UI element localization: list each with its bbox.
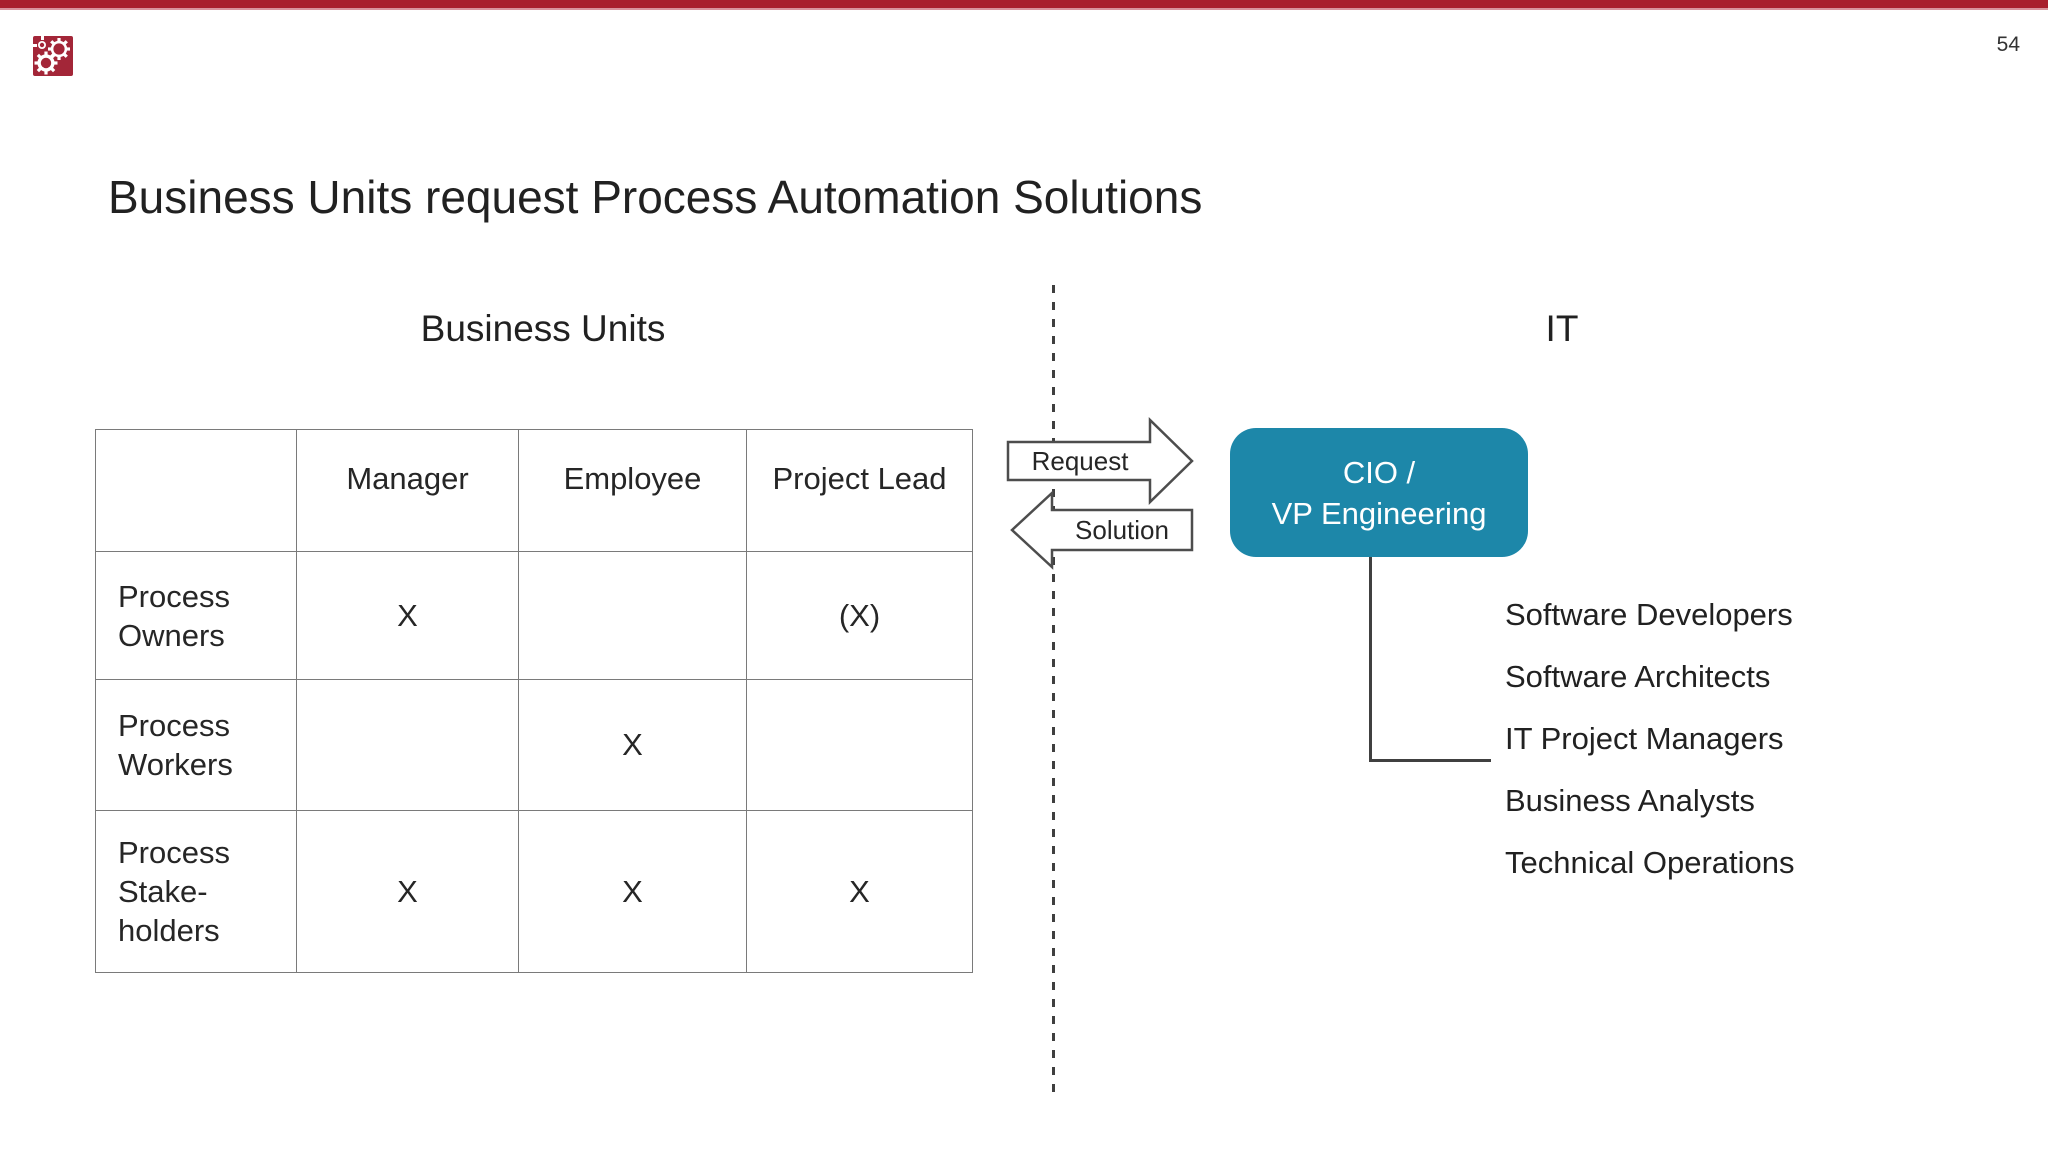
cell-workers-project-lead <box>746 679 973 811</box>
it-label: IT <box>1545 308 1579 349</box>
table-header-manager: Manager <box>296 429 519 552</box>
cell-workers-manager <box>296 679 519 811</box>
top-accent-bar <box>0 0 2048 8</box>
top-accent-line <box>0 8 2048 10</box>
list-item: IT Project Managers <box>1505 721 1784 756</box>
table-header-project-lead: Project Lead <box>746 429 973 552</box>
table-header-row: Manager Employee Project Lead <box>95 429 973 552</box>
cell-workers-employee: X <box>518 679 747 811</box>
row-label-process-owners: Process Owners <box>95 551 297 680</box>
list-item: Technical Operations <box>1505 845 1795 880</box>
cell-stakeholders-manager: X <box>296 810 519 973</box>
list-item: Business Analysts <box>1505 783 1755 818</box>
cio-connector-vertical <box>1369 557 1372 761</box>
row-label-process-stakeholders: Process Stake- holders <box>95 810 297 973</box>
slide-title: Business Units request Process Automatio… <box>108 170 1203 223</box>
responsibility-matrix-table: Manager Employee Project Lead Process Ow… <box>95 429 973 973</box>
request-solution-arrows <box>1006 417 1194 570</box>
solution-arrow-shape <box>1010 490 1194 570</box>
row-label-process-workers: Process Workers <box>95 679 297 811</box>
cell-stakeholders-employee: X <box>518 810 747 973</box>
list-item: Software Architects <box>1505 659 1771 694</box>
table-row: Process Owners X (X) <box>95 551 973 680</box>
solution-arrow-label: Solution <box>1075 515 1169 545</box>
cio-vp-engineering-box: CIO / VP Engineering <box>1230 428 1528 557</box>
it-roles-list: Software Developers Software Architects … <box>1505 584 1795 894</box>
request-arrow-label: Request <box>1031 446 1129 476</box>
cell-owners-manager: X <box>296 551 519 680</box>
table-header-empty <box>95 429 297 552</box>
business-it-divider-dashed-line <box>1052 285 1055 1095</box>
cell-owners-employee <box>518 551 747 680</box>
cio-connector-horizontal <box>1369 759 1491 762</box>
table-header-employee: Employee <box>518 429 747 552</box>
gears-puzzle-logo-icon <box>33 36 73 76</box>
list-item: Software Developers <box>1505 597 1793 632</box>
request-arrow-shape <box>1006 417 1194 505</box>
cell-owners-project-lead: (X) <box>746 551 973 680</box>
slide-page-number: 54 <box>1996 33 2020 56</box>
cio-box-line1: CIO / <box>1342 454 1416 490</box>
business-units-label: Business Units <box>420 308 666 349</box>
cio-box-line2: VP Engineering <box>1271 495 1487 531</box>
table-row: Process Stake- holders X X X <box>95 810 973 973</box>
table-row: Process Workers X <box>95 679 973 811</box>
cell-stakeholders-project-lead: X <box>746 810 973 973</box>
